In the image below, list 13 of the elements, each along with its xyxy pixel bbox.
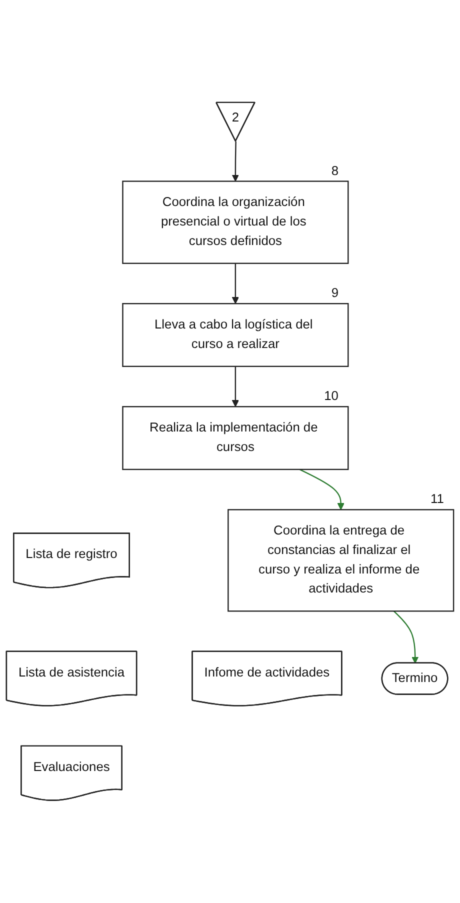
step-number: 11 (430, 491, 444, 506)
node-box: Lleva a cabo la logística del curso a realizar (122, 303, 349, 368)
arrow (232, 264, 239, 304)
step-number: 9 (331, 285, 338, 300)
node-box: Coordina la organización presencial o virtual de los cursos definidos (122, 180, 349, 264)
arrow (393, 610, 419, 664)
arrow (232, 366, 239, 408)
step-number: 8 (331, 162, 338, 178)
arrow (232, 142, 239, 182)
arrow (299, 469, 344, 510)
node-box: Realiza la implementación de cursos (122, 406, 349, 470)
node-box: Coordina la entrega de constancias al finalizar el curso y realiza el informe de actividades (228, 509, 454, 612)
step-number: 10 (324, 388, 338, 404)
